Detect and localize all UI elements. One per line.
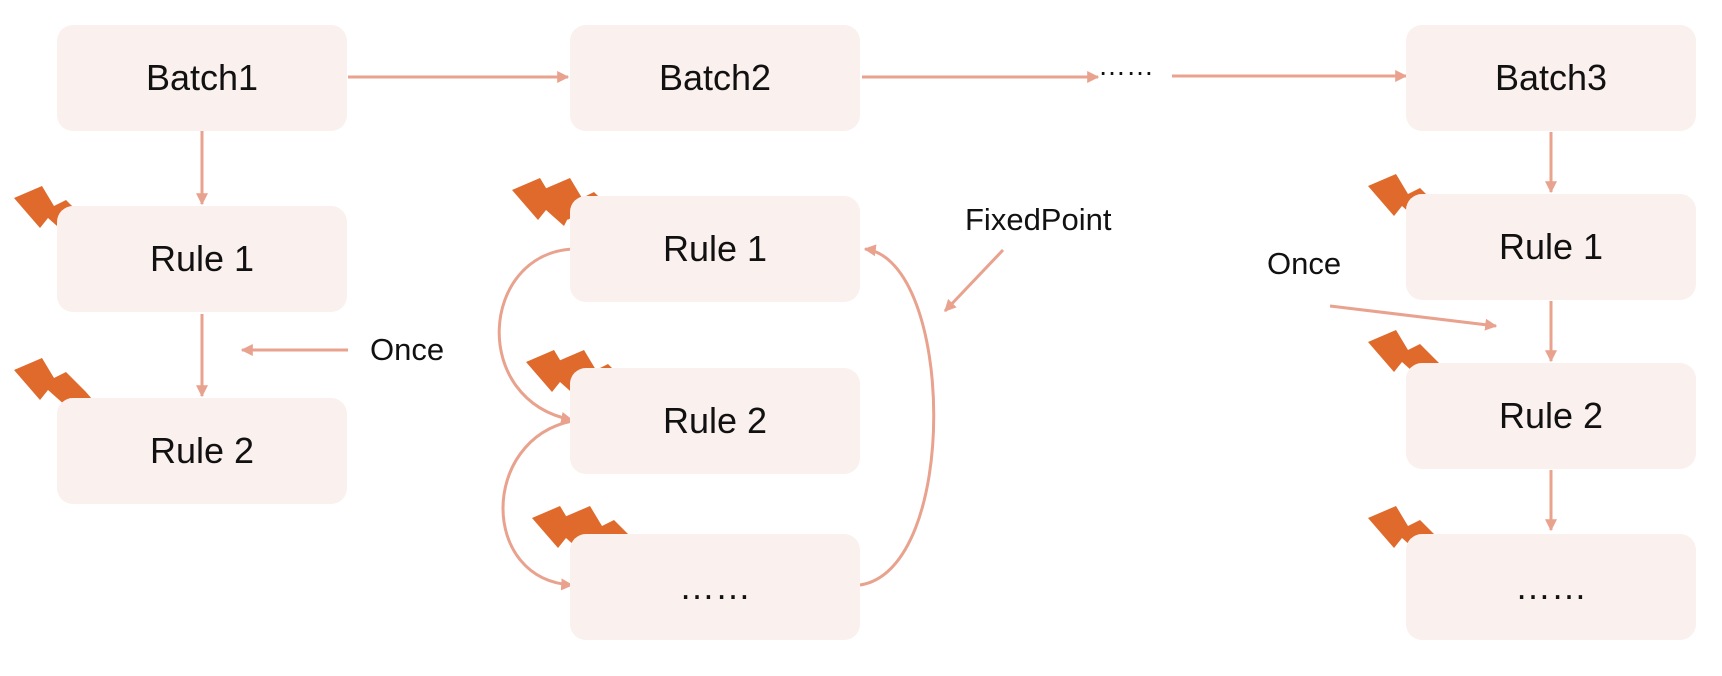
- arrow-fixedpoint: [943, 248, 1005, 313]
- batch-label: Batch1: [145, 57, 259, 98]
- batch-box: Batch3: [1406, 25, 1696, 131]
- once-label-right: Once: [1267, 246, 1342, 281]
- rule-label: Rule 2: [662, 400, 768, 441]
- rule-box: ……: [570, 534, 860, 640]
- rule-box: Rule 1: [1406, 194, 1696, 300]
- batch-box: Batch1: [57, 25, 347, 131]
- batch-box: Batch2: [570, 25, 860, 131]
- rule-label: ……: [679, 566, 751, 607]
- between-batches-ellipsis: ……: [1098, 50, 1154, 81]
- arc-rule2-to-ellipsis: [501, 419, 574, 591]
- arrow-once-right: [1329, 304, 1498, 331]
- rule-label: ……: [1515, 566, 1587, 607]
- batch-label: Batch3: [1494, 57, 1608, 98]
- arc-fixedpoint-return: [859, 244, 936, 587]
- rule-box: Rule 1: [570, 196, 860, 302]
- rule-box: ……: [1406, 534, 1696, 640]
- rule-label: Rule 2: [149, 430, 255, 471]
- rule-box: Rule 2: [570, 368, 860, 474]
- rule-label: Rule 1: [149, 238, 255, 279]
- rule-label: Rule 1: [1498, 226, 1604, 267]
- rule-box: Rule 2: [57, 398, 347, 504]
- rule-label: Rule 1: [662, 228, 768, 269]
- arc-rule1-to-rule2: [497, 247, 574, 424]
- rule-box: Rule 2: [1406, 363, 1696, 469]
- fixed-point-label: FixedPoint: [965, 202, 1112, 237]
- rule-label: Rule 2: [1498, 395, 1604, 436]
- once-label-left: Once: [370, 332, 445, 367]
- batch-label: Batch2: [658, 57, 772, 98]
- rule-box: Rule 1: [57, 206, 347, 312]
